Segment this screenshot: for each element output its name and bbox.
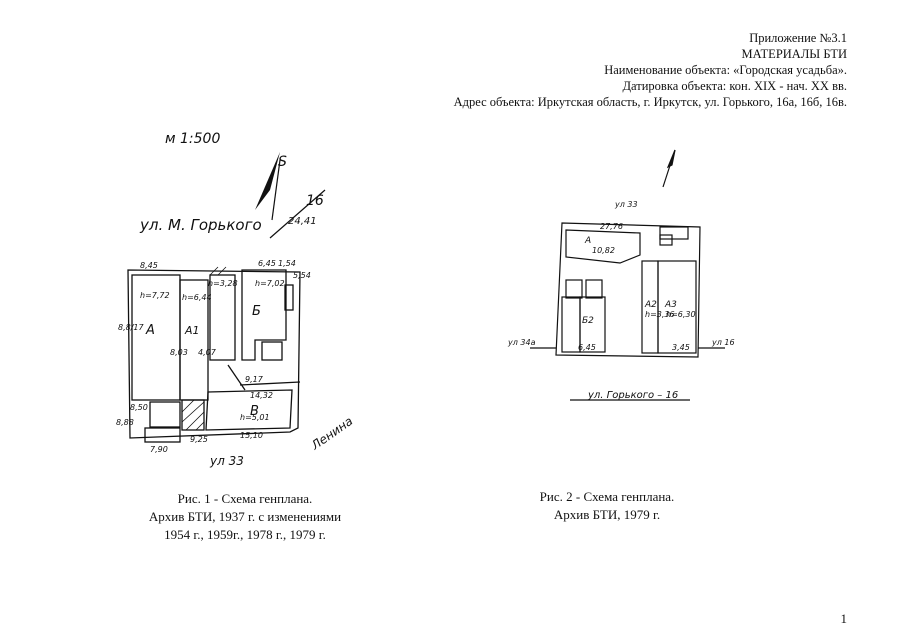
right-label: ул 16 bbox=[711, 338, 735, 347]
building-a2-label: А2 bbox=[644, 300, 657, 310]
shed-outline bbox=[261, 341, 283, 361]
caption2-line1: Рис. 2 - Схема генплана. bbox=[539, 489, 675, 504]
dim-h1: h=7,72 bbox=[140, 291, 170, 300]
north-label: S bbox=[278, 154, 287, 170]
diagonal-line bbox=[227, 364, 246, 391]
building-b-label: Б bbox=[252, 304, 261, 319]
building-v-outline bbox=[205, 389, 293, 431]
dim-right-top: 5,54 bbox=[293, 271, 311, 280]
neighbor-bottom-label: ул 33 bbox=[209, 454, 244, 468]
dim-top-mid: 6,45 bbox=[258, 259, 276, 268]
object-dating: Датировка объекта: кон. XIX - нач. XX вв… bbox=[622, 79, 847, 93]
caption1-line1: Рис. 1 - Схема генплана. bbox=[177, 491, 313, 506]
street-label: ул. М. Горького bbox=[139, 216, 262, 234]
small-box-outline bbox=[659, 234, 673, 246]
top-label: ул 33 bbox=[614, 200, 638, 209]
dim-right-width: 3,45 bbox=[672, 343, 690, 352]
document-header: Приложение №3.1 МАТЕРИАЛЫ БТИ Наименован… bbox=[454, 30, 847, 110]
caption2-line2: Архив БТИ, 1979 г. bbox=[553, 507, 661, 522]
left-label: ул 34а bbox=[507, 338, 536, 347]
outbuilding-bottom-outline bbox=[144, 427, 181, 443]
plot-number: 16 bbox=[306, 193, 324, 209]
building-a-label: А bbox=[145, 323, 155, 338]
dim-top: 27,76 bbox=[600, 222, 623, 231]
building-small-2 bbox=[585, 279, 603, 299]
porch-outline bbox=[284, 284, 294, 311]
building-a3-outline bbox=[657, 260, 697, 354]
dim-h-b: h=6,30 bbox=[666, 310, 696, 319]
building-small-1 bbox=[565, 279, 583, 299]
mid-line bbox=[239, 381, 301, 386]
dim-bottom2: 9,25 bbox=[190, 435, 208, 444]
dim-h4: h=7,02 bbox=[255, 279, 285, 288]
dim-lower-mid: 14,32 bbox=[250, 391, 273, 400]
plot-boundary bbox=[127, 269, 301, 439]
kiosk-outline bbox=[659, 226, 689, 240]
dim-left-bottom: 8,88 bbox=[116, 418, 134, 427]
center-wing-outline bbox=[209, 274, 236, 361]
building-b2-label: Б2 bbox=[582, 316, 594, 326]
dim-left-width: 6,45 bbox=[578, 343, 596, 352]
caption1-line3: 1954 г., 1959г., 1978 г., 1979 г. bbox=[164, 527, 326, 542]
building-v-label: В bbox=[250, 404, 259, 419]
materials-title: МАТЕРИАЛЫ БТИ bbox=[741, 47, 848, 61]
dim-mid: 9,17 bbox=[245, 375, 264, 384]
figure1-caption: Рис. 1 - Схема генплана. Архив БТИ, 1937… bbox=[100, 490, 390, 544]
caption1-line2: Архив БТИ, 1937 г. с изменениями bbox=[148, 509, 342, 524]
dim-bottom3: 7,90 bbox=[150, 445, 168, 454]
building-top-outline bbox=[565, 229, 641, 264]
dim-w2: 4,07 bbox=[198, 348, 217, 357]
building-a1-label: А1 bbox=[184, 324, 200, 337]
figure2-caption: Рис. 2 - Схема генплана. Архив БТИ, 1979… bbox=[492, 488, 722, 524]
north-arrow-head bbox=[666, 149, 676, 169]
appendix-label: Приложение №3.1 bbox=[749, 31, 847, 45]
site-plan-1937: м 1:500 S ул. М. Горького 16 24,41 А А1 … bbox=[116, 131, 356, 468]
dim-mid-top: 10,82 bbox=[592, 246, 615, 255]
dim-left-side: 8,8/17 bbox=[118, 323, 145, 332]
building-b-outline bbox=[241, 269, 287, 361]
building-left-strip bbox=[561, 296, 581, 353]
dim-top-right: 1,54 bbox=[278, 259, 296, 268]
neighbor-right-label: Ленина bbox=[308, 414, 356, 453]
site-plan-1979: ул 33 ул 34а ул 16 А Б2 А2 А3 27,76 10,8… bbox=[507, 149, 735, 401]
north-arrow bbox=[255, 152, 326, 239]
hatching bbox=[181, 266, 227, 431]
building-a3-label: А3 bbox=[664, 300, 677, 310]
outbuilding-left-outline bbox=[149, 401, 181, 428]
plot-side-dim: 24,41 bbox=[288, 216, 317, 227]
dim-w1: 8,03 bbox=[170, 348, 188, 357]
object-name: Наименование объекта: «Городская усадьба… bbox=[604, 63, 847, 77]
dim-h2: h=6,44 bbox=[182, 293, 212, 302]
lot-boundary bbox=[555, 222, 701, 358]
dim-h3: h=3,28 bbox=[208, 279, 238, 288]
object-address: Адрес объекта: Иркутская область, г. Ирк… bbox=[453, 95, 847, 109]
dim-h5: h=5,01 bbox=[240, 413, 270, 422]
page-number: 1 bbox=[840, 611, 848, 626]
dim-left-low: 8,50 bbox=[130, 403, 148, 412]
dim-h-a: h=3,36 bbox=[645, 310, 675, 319]
outbuilding-hatched-outline bbox=[181, 399, 205, 431]
scale-label: м 1:500 bbox=[165, 131, 220, 147]
dim-bottom1: 15,10 bbox=[240, 431, 263, 440]
dim-top-left: 8,45 bbox=[140, 261, 158, 270]
street-label: ул. Горького – 16 bbox=[587, 390, 678, 401]
building-a-label: А bbox=[584, 236, 591, 246]
